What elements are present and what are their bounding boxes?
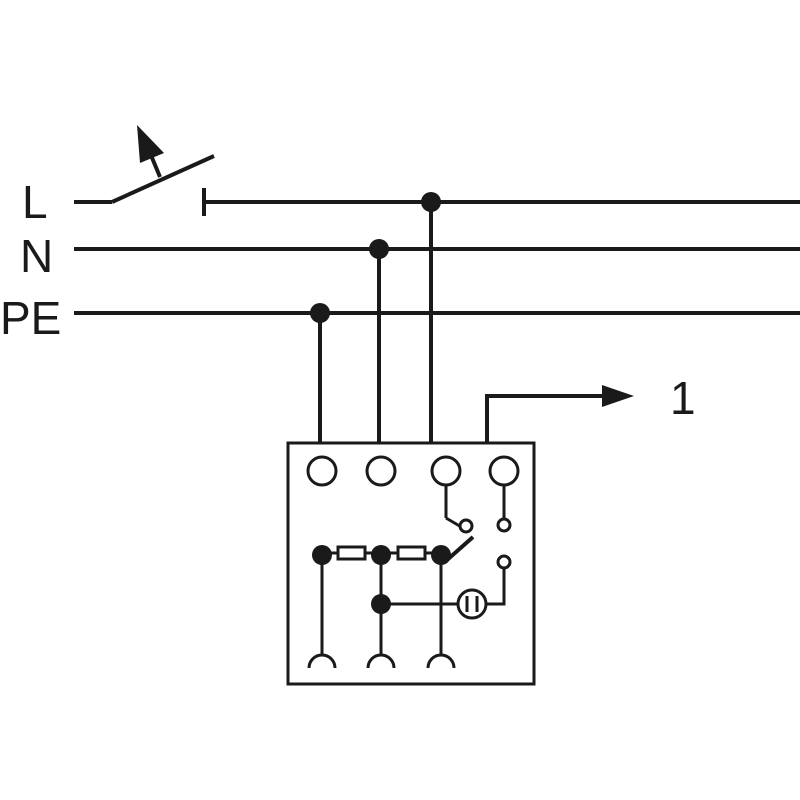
- terminal-pe: [306, 455, 338, 487]
- line-junction: [421, 192, 441, 212]
- output-label: 1: [670, 372, 696, 424]
- junction-1: [312, 545, 332, 565]
- output-contact-upper: [496, 517, 512, 533]
- output-contact-lower: [496, 554, 512, 570]
- internal-circuit: [307, 485, 512, 669]
- contact-pin-2: [366, 653, 396, 669]
- output-wire: [485, 385, 634, 443]
- contact-pin-3: [426, 653, 456, 669]
- terminal-output: [488, 455, 520, 487]
- junction-3: [431, 545, 451, 565]
- relay-switch-arm: [445, 535, 475, 562]
- label-line: L: [22, 176, 48, 228]
- feed-wires: [310, 192, 441, 443]
- label-protective-earth: PE: [0, 292, 61, 344]
- line-conductor: [74, 154, 800, 216]
- switch-actuator-arrow: [137, 125, 164, 178]
- junction-2: [371, 545, 391, 565]
- neutral-junction: [369, 239, 389, 259]
- contact-pin-1: [307, 653, 337, 669]
- terminal-line: [430, 455, 462, 487]
- label-neutral: N: [20, 230, 53, 282]
- relay-contact-fixed: [458, 518, 474, 534]
- resistor-2: [396, 545, 427, 561]
- indicator-lamp-icon: [456, 588, 488, 620]
- pe-junction: [310, 303, 330, 323]
- terminal-neutral: [365, 455, 397, 487]
- switch-blade: [111, 154, 215, 204]
- output-arrow-icon: [602, 385, 634, 407]
- resistor-1: [336, 545, 367, 561]
